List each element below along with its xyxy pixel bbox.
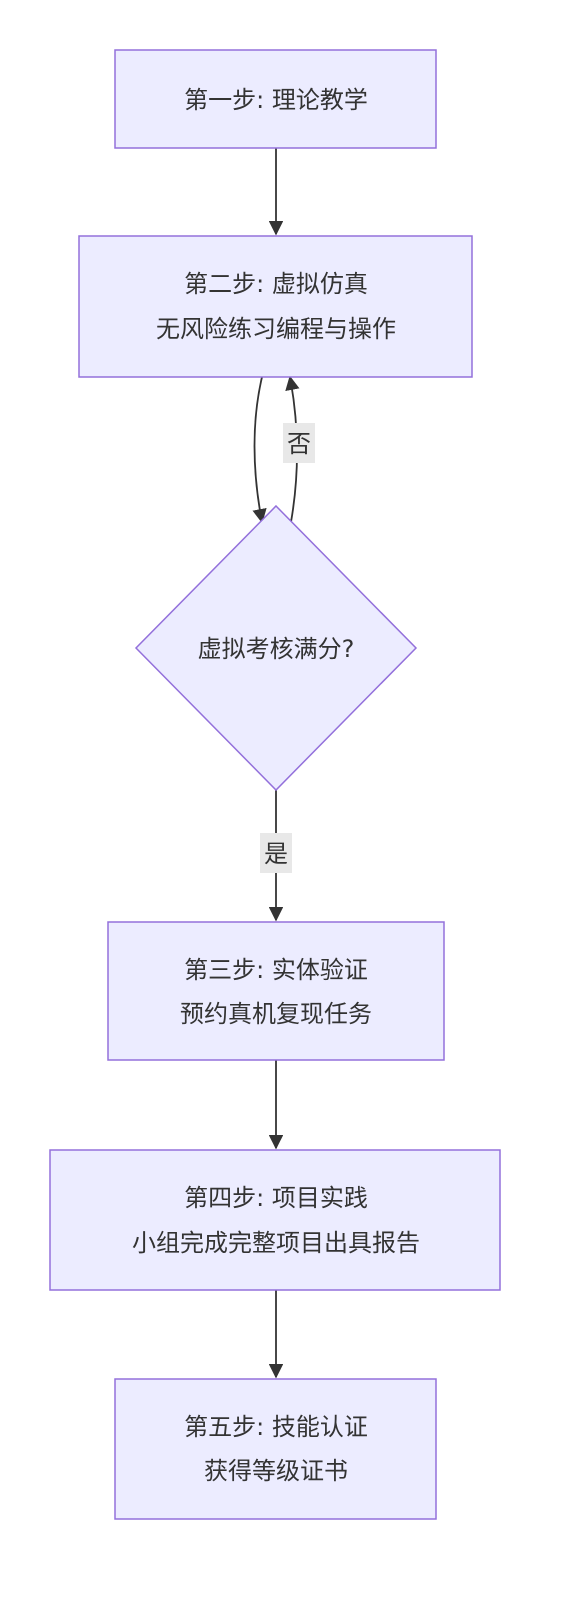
step2-title: 第二步: 虚拟仿真 [184,270,368,298]
step4-title: 第四步: 项目实践 [184,1184,368,1212]
edge-label-yes-text: 是 [264,840,288,868]
step5-subtitle: 获得等级证书 [204,1457,348,1485]
step3-node[interactable]: 第三步: 实体验证 预约真机复现任务 [107,921,445,1061]
step3-subtitle: 预约真机复现任务 [180,1000,372,1028]
edge-step2-to-decision [252,376,267,524]
decision-node[interactable]: 虚拟考核满分? [134,504,418,792]
step2-node[interactable]: 第二步: 虚拟仿真 无风险练习编程与操作 [78,235,473,378]
step4-node[interactable]: 第四步: 项目实践 小组完成完整项目出具报告 [49,1149,501,1291]
step2-subtitle: 无风险练习编程与操作 [156,315,396,343]
step1-node[interactable]: 第一步: 理论教学 [114,49,437,149]
step4-subtitle: 小组完成完整项目出具报告 [132,1229,420,1257]
step5-title: 第五步: 技能认证 [184,1413,368,1441]
decision-label: 虚拟考核满分? [198,635,355,663]
step3-title: 第三步: 实体验证 [184,956,368,984]
edge-label-no: 否 [283,423,315,463]
step5-node[interactable]: 第五步: 技能认证 获得等级证书 [114,1378,437,1520]
edge-label-yes: 是 [260,833,292,873]
edge-label-no-text: 否 [287,430,311,458]
step1-title: 第一步: 理论教学 [184,86,368,114]
